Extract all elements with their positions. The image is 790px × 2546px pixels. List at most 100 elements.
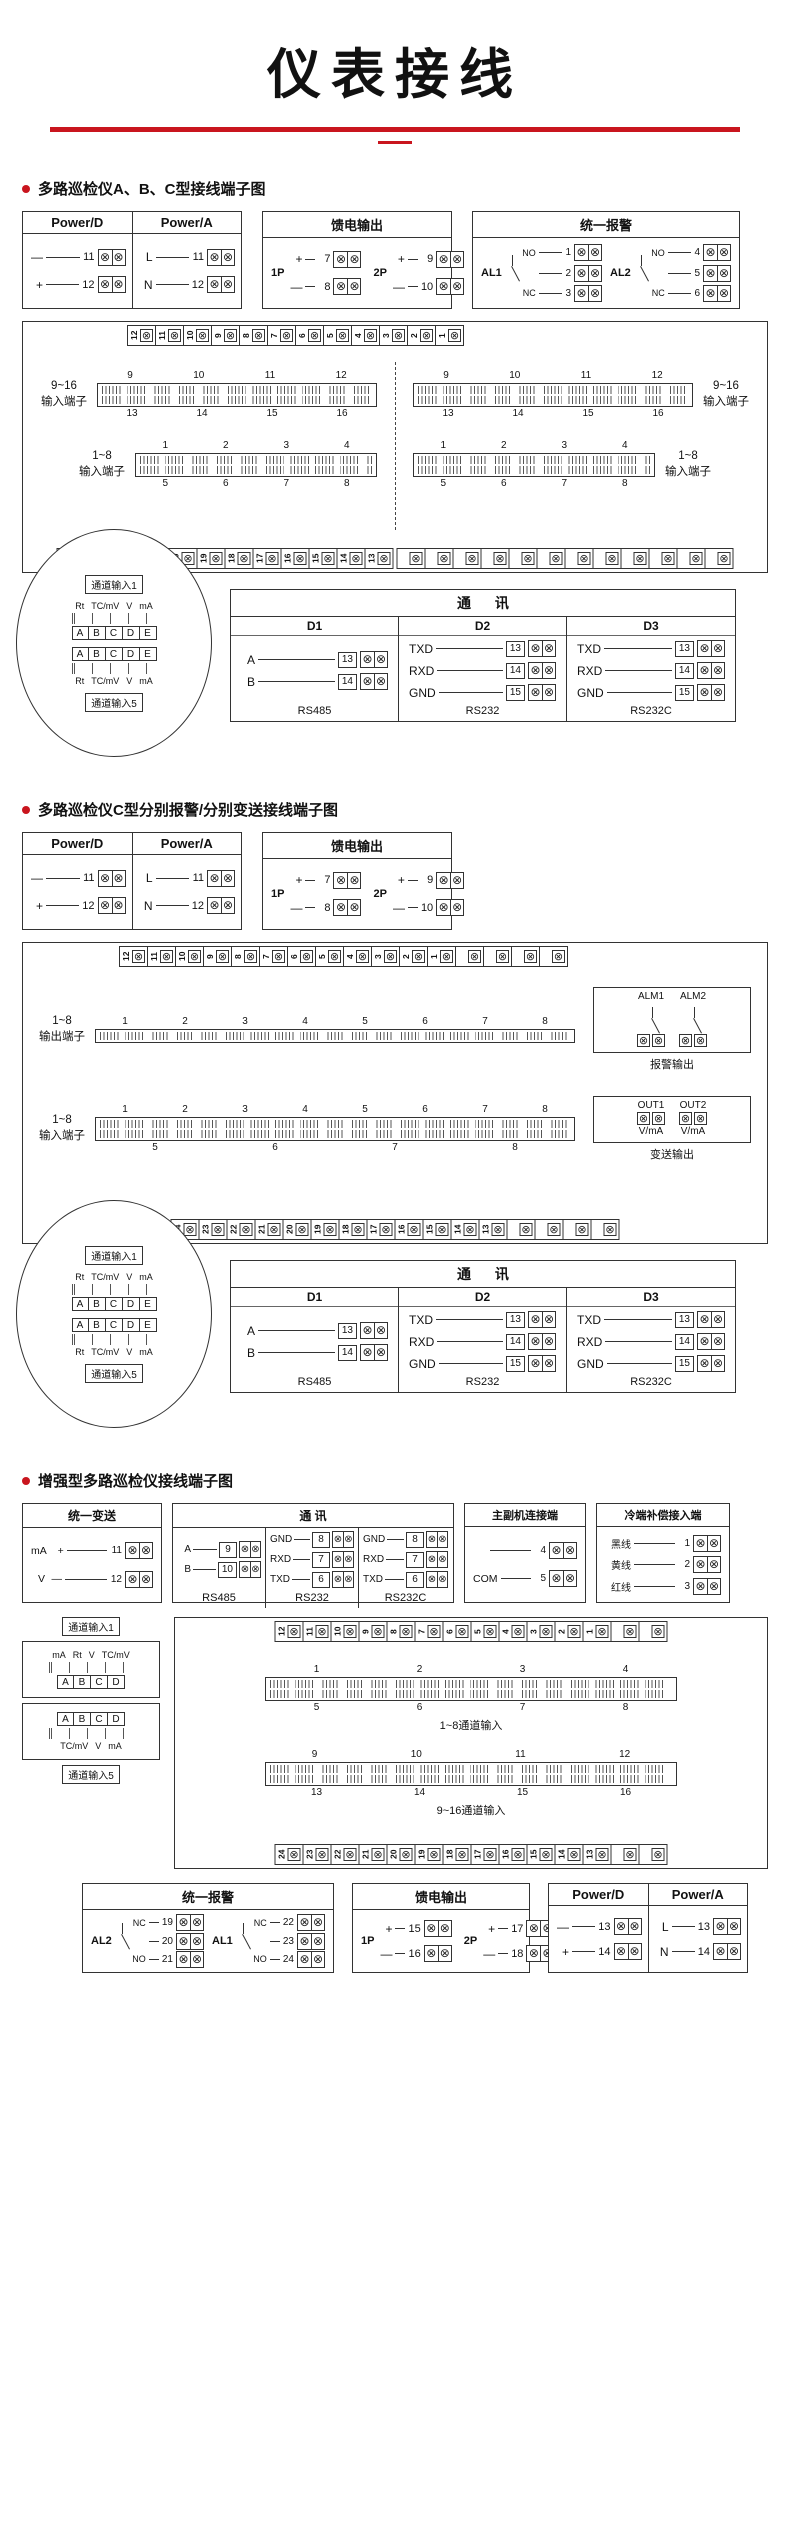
bullet-icon — [22, 805, 30, 814]
screw-icon: ⊗ — [99, 249, 111, 264]
terminal-rows: L 11 ⊗⊗ N 12 ⊗⊗ — [133, 234, 242, 308]
screw-icon: ⊗ — [450, 279, 463, 295]
contact-label: NO — [132, 1954, 146, 1965]
screw-terminal: ⊗⊗ — [697, 662, 725, 679]
screw-icon: ⊗ — [437, 1572, 447, 1587]
screw-icon: ⊗ — [661, 552, 675, 565]
power-dc-column: Power/D — 11 ⊗⊗ + 12 ⊗⊗ — [23, 833, 132, 929]
screw-icon: ⊗ — [511, 1848, 525, 1861]
screw-icon: ⊗ — [438, 279, 449, 294]
screw-icon: ⊗ — [347, 900, 360, 916]
terminal-number: 3 — [684, 1580, 690, 1592]
terminal-number: 13 — [674, 1311, 694, 1328]
polarity-label: + — [397, 252, 405, 267]
wire-line — [604, 648, 672, 649]
screw-icon: ⊗ — [711, 641, 724, 656]
screw-terminal: ⊗⊗ — [332, 1531, 354, 1548]
screw-icon: ⊗ — [530, 641, 541, 655]
screw-icon: ⊗ — [717, 265, 730, 281]
channel-number: 11 — [264, 370, 276, 381]
alarm-column: ALM2 ⊗⊗ — [679, 991, 707, 1047]
wire-line — [538, 292, 563, 294]
channel-number: 14 — [196, 408, 208, 419]
io-block-label: 1~8 输入端子 — [39, 1113, 85, 1144]
terminal-number: 16 — [396, 1224, 407, 1235]
screw-icon: ⊗ — [374, 1323, 387, 1338]
strip-terminal: 20⊗ — [284, 1220, 312, 1239]
group-tag: 1P — [271, 888, 285, 900]
terminal-number: 8 — [241, 333, 251, 338]
strip-terminal: 14⊗ — [556, 1845, 584, 1864]
polarity-label: + — [561, 1944, 569, 1959]
wire-line — [269, 1922, 280, 1924]
wire-line — [395, 1953, 406, 1954]
channel-number: 6 — [422, 1016, 428, 1027]
terminal-number: 22 — [228, 1224, 239, 1235]
terminal-row: 黑线 1 ⊗⊗ — [605, 1534, 721, 1552]
strip-terminal: 14⊗ — [452, 1220, 480, 1239]
terminal-letter: E — [139, 625, 157, 640]
screw-icon: ⊗ — [240, 1544, 250, 1555]
screw-icon: ⊗ — [468, 950, 481, 963]
contact-row: 20 ⊗⊗ — [130, 1932, 204, 1950]
terminal-number: 4 — [500, 1629, 511, 1634]
feed-group-1p: 1P + 7 ⊗⊗ — 8 — [271, 861, 362, 927]
pin-row — [140, 456, 372, 464]
screw-icon: ⊗ — [652, 1112, 665, 1125]
screw-icon: ⊗ — [399, 1625, 413, 1638]
terminal-row: RXD 14 ⊗⊗ — [409, 662, 556, 679]
screw-terminal: ⊗⊗ — [207, 869, 235, 887]
screw-icon: ⊗ — [427, 1625, 441, 1638]
screw-icon: ⊗ — [293, 552, 307, 565]
bottom-terminal-strips: 24⊗23⊗22⊗21⊗20⊗19⊗18⊗17⊗16⊗15⊗14⊗13⊗ ⊗⊗⊗… — [56, 548, 734, 569]
terminal-number: 14 — [505, 1333, 525, 1350]
screw-icon: ⊗ — [539, 1848, 553, 1861]
connector — [413, 453, 655, 477]
screw-icon: ⊗ — [576, 245, 587, 260]
terminal-number: 14 — [337, 673, 357, 690]
unified-transmit-title: 统一变送 — [23, 1504, 161, 1528]
screw-terminal: ⊗⊗ — [436, 250, 465, 268]
screw-icon: ⊗ — [547, 1223, 561, 1236]
signal-label: RXD — [577, 663, 603, 678]
strip-terminal: 17⊗ — [254, 549, 282, 568]
contact-row: NC 6 ⊗⊗ — [649, 284, 731, 302]
wire-line — [605, 1341, 672, 1342]
terminal-number: 15 — [505, 684, 525, 701]
wire-line — [438, 1363, 503, 1364]
terminal-rows: + 15 ⊗⊗ — 16 ⊗⊗ — [378, 1912, 452, 1970]
screw-icon: ⊗ — [311, 1933, 324, 1949]
terminal-letter: D — [108, 1675, 125, 1689]
screw-terminal: ⊗⊗ — [574, 284, 602, 302]
power-ac-column: Power/A L 13 ⊗⊗ N 14 ⊗⊗ — [647, 1884, 747, 1972]
polarity-label: — — [51, 1573, 63, 1586]
comm-col-d3: D3 TXD 13 ⊗⊗ RXD 14 — [567, 1288, 735, 1392]
terminal-number: 8 — [324, 901, 331, 914]
screw-icon: ⊗ — [265, 552, 279, 565]
screw-icon: ⊗ — [699, 1312, 710, 1326]
pin-row — [418, 386, 688, 394]
contact-label: NO — [522, 247, 536, 258]
terminal-number: 12 — [129, 330, 139, 341]
power-dc-title: Power/D — [549, 1884, 648, 1906]
terminal-number: 18 — [511, 1947, 524, 1960]
terminal-row: GND 15 ⊗⊗ — [577, 1355, 725, 1372]
terminal-row: N 14 ⊗⊗ — [655, 1943, 741, 1960]
wire-line — [305, 258, 316, 260]
io-block-label: 1~8 输出端子 — [39, 1014, 85, 1045]
contact-rows: NC 22 ⊗⊗ 23 ⊗⊗ NO — [251, 1913, 325, 1969]
pin-row — [270, 1690, 672, 1698]
section-abc: 多路巡检仪A、B、C型接线端子图 Power/D — 11 ⊗⊗ + — [16, 178, 768, 765]
strip-terminal: 9⊗ — [204, 947, 232, 966]
screw-terminals: ⊗⊗ — [637, 1034, 665, 1047]
wire-line — [305, 879, 316, 881]
screw-icon: ⊗ — [196, 329, 209, 342]
screw-icon: ⊗ — [343, 1625, 357, 1638]
screw-icon: ⊗ — [139, 1543, 152, 1559]
strip-terminal: 9⊗ — [212, 326, 240, 345]
